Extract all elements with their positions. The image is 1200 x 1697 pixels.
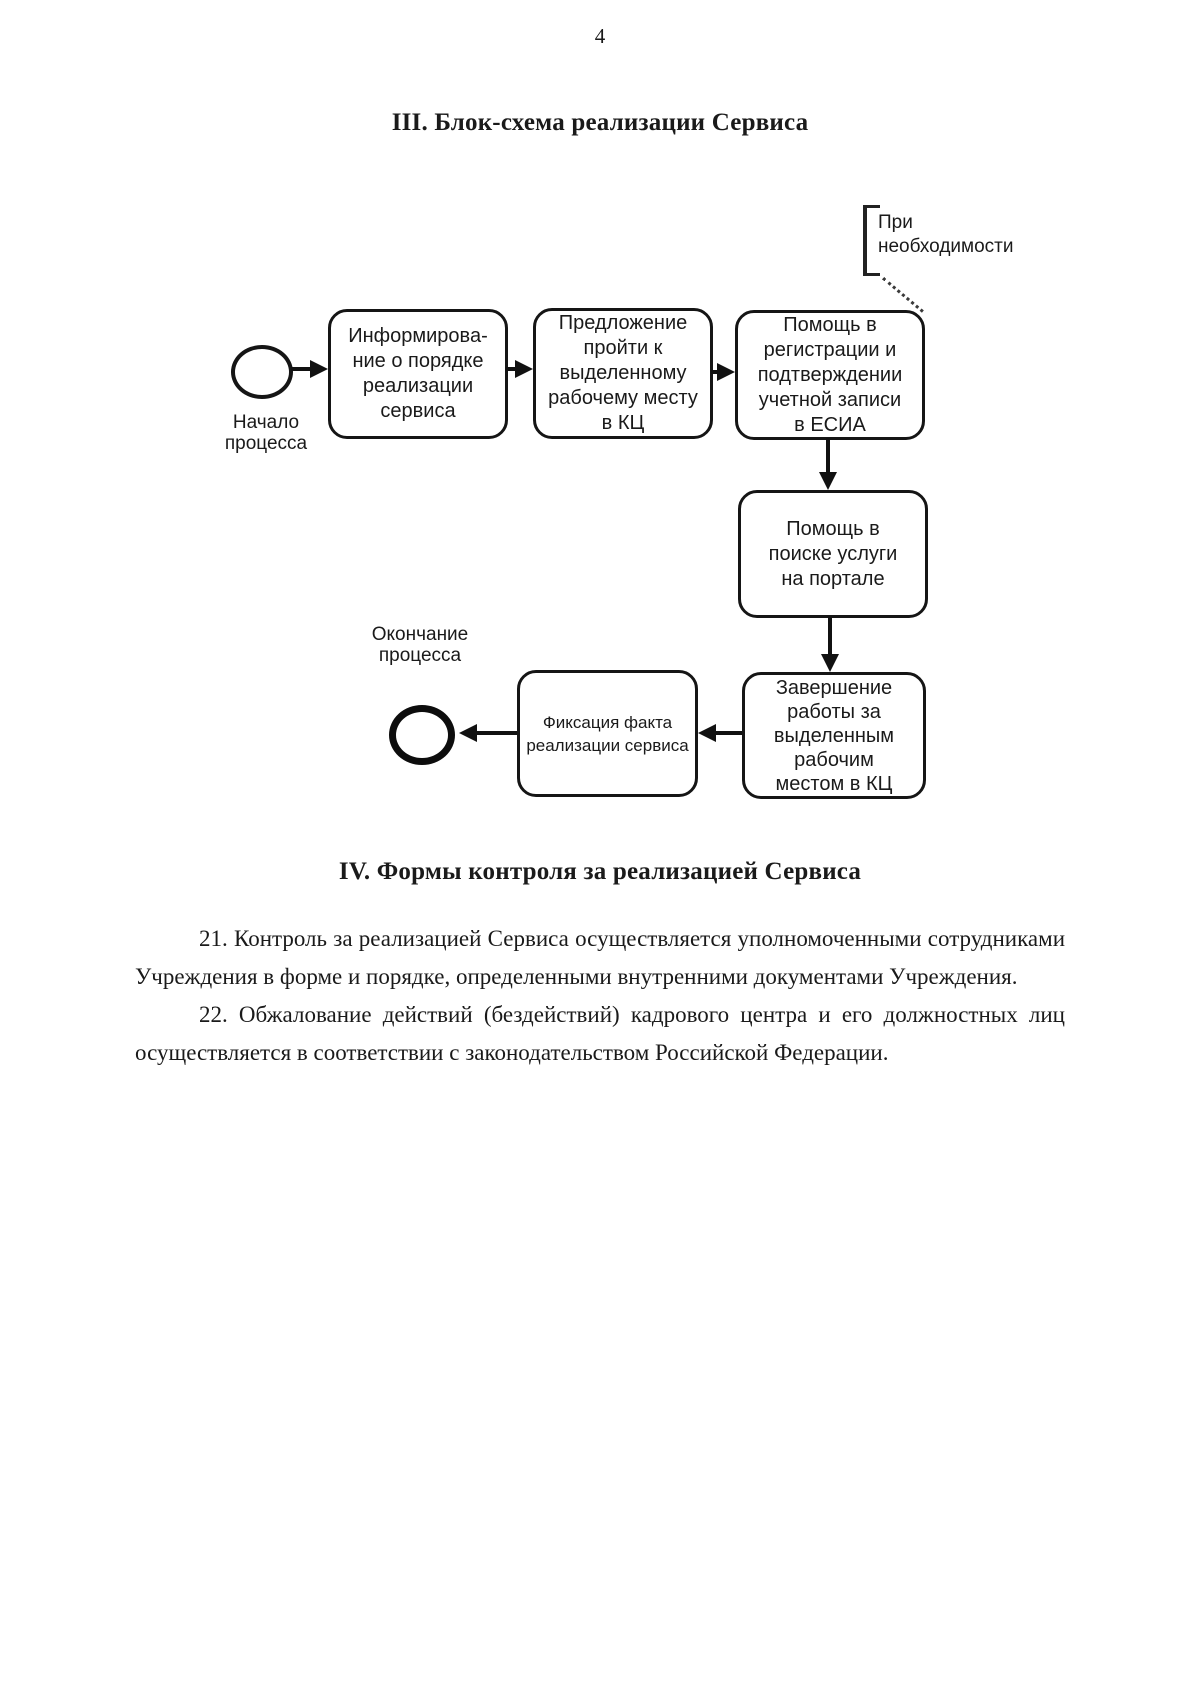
- section-iv-heading: IV. Формы контроля за реализацией Сервис…: [338, 858, 862, 885]
- flow-box-portal-help-text: Помощь в поиске услуги на портале: [768, 517, 898, 590]
- flow-box-invite-text: Предложение пройти к выделенному рабочем…: [548, 312, 698, 434]
- arrow-invite-to-esia-head: [717, 363, 735, 381]
- flow-box-inform-text: Информирова- ние о порядке реализации се…: [348, 325, 488, 422]
- flow-box-inform: Информирова- ние о порядке реализации се…: [328, 309, 508, 439]
- end-event-label: Окончание процесса: [371, 624, 469, 666]
- condition-bracket: [863, 205, 880, 276]
- arrow-start-to-inform-head: [310, 360, 328, 378]
- arrow-portal-to-finish-line: [828, 616, 832, 656]
- start-event-circle: [231, 345, 293, 399]
- arrow-esia-to-portal-line: [826, 438, 830, 476]
- page-number: 4: [594, 24, 606, 48]
- flow-box-finish-work-text: Завершение работы за выделенным рабочим …: [773, 676, 895, 795]
- paragraph-22: 22. Обжалование действий (бездействий) к…: [135, 1002, 1065, 1065]
- body-text: 21. Контроль за реализацией Сервиса осущ…: [135, 920, 1065, 1072]
- flow-box-fixation-text: Фиксация факта реализации сервиса: [526, 712, 689, 755]
- flowchart-diagram: При необходимости Начало процесса Информ…: [224, 205, 1014, 799]
- flow-box-invite: Предложение пройти к выделенному рабочем…: [533, 308, 713, 439]
- arrow-inform-to-invite-head: [515, 360, 533, 378]
- flow-box-portal-help: Помощь в поиске услуги на портале: [738, 490, 928, 618]
- flow-box-esia-help: Помощь в регистрации и подтверждении уче…: [735, 310, 925, 440]
- flow-box-finish-work: Завершение работы за выделенным рабочим …: [742, 672, 926, 799]
- arrow-inform-to-invite-line: [506, 367, 518, 371]
- start-event-label: Начало процесса: [224, 412, 308, 454]
- arrow-finish-to-fixation-head: [698, 724, 716, 742]
- flow-box-fixation: Фиксация факта реализации сервиса: [517, 670, 698, 797]
- arrow-invite-to-esia-line: [711, 370, 721, 374]
- arrow-fixation-to-end-line: [476, 731, 517, 735]
- arrow-fixation-to-end-head: [459, 724, 477, 742]
- arrow-portal-to-finish-head: [821, 654, 839, 672]
- flow-box-esia-help-text: Помощь в регистрации и подтверждении уче…: [757, 313, 903, 436]
- arrow-esia-to-portal-head: [819, 472, 837, 490]
- arrow-finish-to-fixation-line: [714, 731, 742, 735]
- condition-label: При необходимости: [878, 212, 1014, 257]
- condition-dotted-connector: [882, 277, 924, 313]
- section-iii-heading: III. Блок-схема реализации Сервиса: [391, 109, 809, 136]
- paragraph-21: 21. Контроль за реализацией Сервиса осущ…: [135, 926, 1065, 989]
- end-event-circle: [389, 705, 455, 765]
- arrow-start-to-inform-line: [291, 367, 315, 371]
